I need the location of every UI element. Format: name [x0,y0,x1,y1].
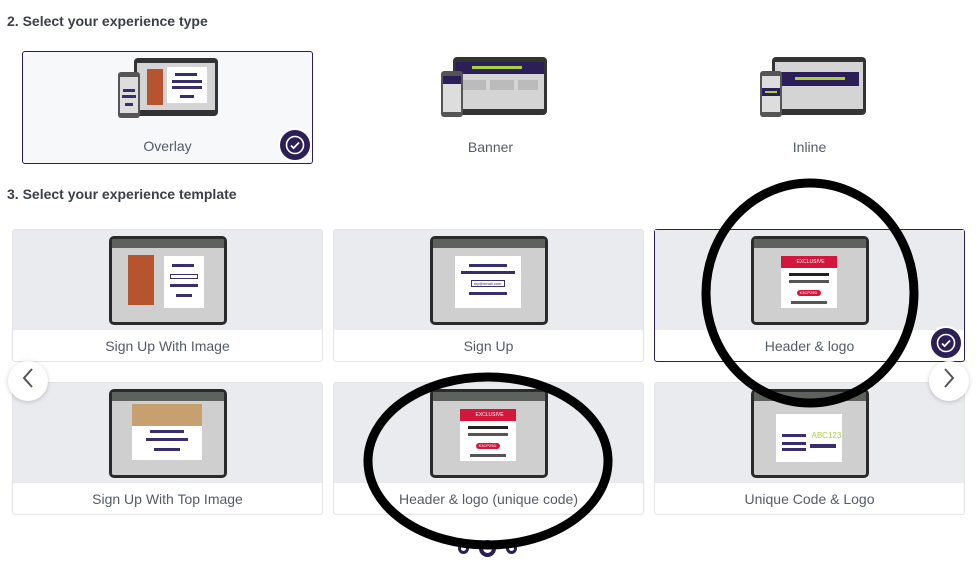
overlay-thumbnail [117,58,218,122]
section-3-title: 3. Select your experience template [7,186,237,202]
template-thumbnail: EXCLUSIVE OFFER K3CP25D [750,236,869,325]
chevron-left-icon [21,367,35,395]
template-card-unique-code-logo[interactable]: ABC123 Unique Code & Logo [654,382,965,515]
template-label: Sign Up With Top Image [92,491,243,507]
code-preview: K3CP25D [796,290,821,296]
type-label: Inline [792,139,827,155]
template-card-sign-up-with-top-image[interactable]: Sign Up With Top Image [12,382,323,515]
template-card-header-logo-unique-code[interactable]: EXCLUSIVE OFFER K3CP25D Header & logo (un… [333,382,644,515]
chevron-right-icon [942,367,956,395]
offer-header-preview: EXCLUSIVE OFFER [780,256,837,277]
email-field-preview: my@email.com [470,280,505,287]
section-2-title: 2. Select your experience type [7,13,208,29]
selected-check-icon [278,128,312,162]
template-thumbnail [108,389,227,478]
template-label: Sign Up [463,338,514,354]
carousel-next-button[interactable] [929,361,969,401]
type-label: Banner [467,139,514,155]
template-label: Sign Up With Image [105,338,230,354]
type-label: Overlay [143,138,192,154]
template-card-sign-up[interactable]: my@email.com Sign Up [333,229,644,362]
template-card-header-logo[interactable]: EXCLUSIVE OFFER K3CP25D Header & logo [654,229,965,362]
template-card-sign-up-with-image[interactable]: Sign Up With Image [12,229,323,362]
pagination-dot-3[interactable] [506,543,517,554]
template-thumbnail: ABC123 [750,389,869,478]
type-card-banner[interactable]: Banner [345,51,636,164]
code-preview: K3CP25D [475,443,500,449]
template-label: Header & logo [764,338,855,354]
pagination-dot-2-active[interactable] [479,540,496,557]
type-card-inline[interactable]: Inline [664,51,955,164]
template-thumbnail: EXCLUSIVE OFFER K3CP25D [429,389,548,478]
template-thumbnail [108,236,227,325]
carousel-prev-button[interactable] [8,361,48,401]
template-label: Header & logo (unique code) [398,491,578,507]
template-label: Unique Code & Logo [744,491,875,507]
code-preview: ABC123 [811,431,842,440]
banner-thumbnail [440,57,547,121]
selected-check-icon [929,326,963,360]
type-card-overlay[interactable]: Overlay [22,51,313,164]
template-thumbnail: my@email.com [429,236,548,325]
pagination-dot-1[interactable] [458,543,469,554]
inline-thumbnail [759,57,866,121]
offer-header-preview: EXCLUSIVE OFFER [459,409,516,430]
